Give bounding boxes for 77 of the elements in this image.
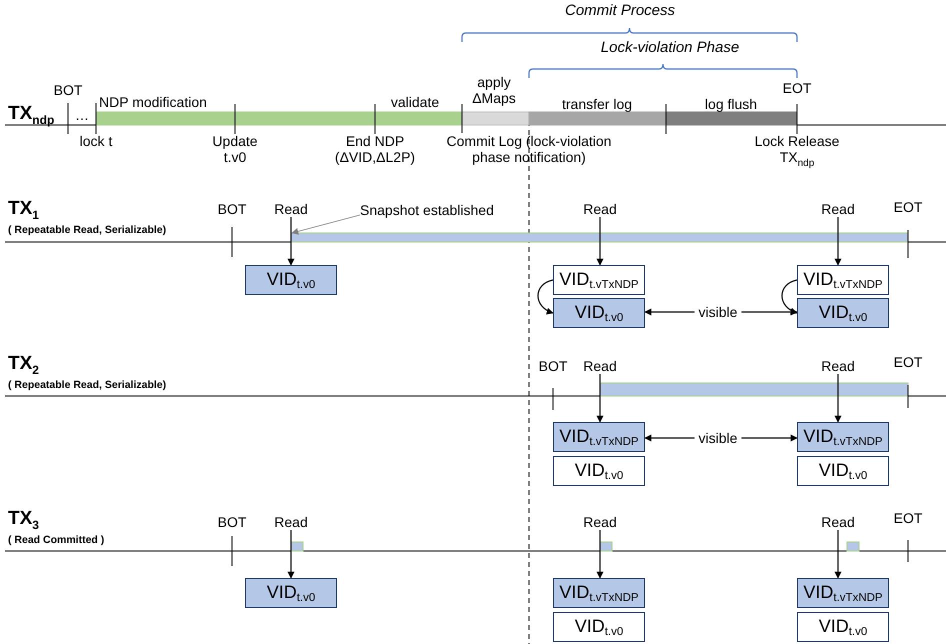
read-label: Read — [821, 514, 855, 530]
arrow — [596, 374, 604, 423]
phase-bar — [96, 112, 462, 126]
version-box: VID$_{t.vTxNDP}$ — [797, 265, 889, 295]
event-label: BOT — [54, 82, 82, 98]
phase-bar — [666, 112, 798, 126]
curved-arrow — [781, 279, 798, 314]
transaction-label: TX$_{ndp}$ — [8, 103, 54, 129]
event-label: Lock Release TX$_{ndp}$ — [754, 133, 840, 171]
transaction-label: TX$_{1}$ — [8, 198, 39, 224]
read-label: Read — [821, 358, 855, 374]
isolation-level-label: ( Read Committed ) — [8, 534, 104, 546]
arrow — [834, 374, 842, 423]
arrow — [741, 434, 798, 442]
snapshot-bar — [290, 232, 908, 242]
curved-arrow — [537, 279, 554, 314]
version-box: VID$_{t.vTxNDP}$ — [797, 422, 889, 452]
version-box: VID$_{t.vTxNDP}$ — [553, 422, 645, 452]
visibility-label: visible — [698, 304, 738, 320]
transaction-label: TX$_{3}$ — [8, 508, 39, 534]
read-marker — [600, 542, 612, 552]
read-label: Read — [274, 201, 308, 217]
phase-bar — [462, 112, 530, 126]
version-box: VID$_{t.v0}$ — [797, 298, 889, 328]
version-box: VID$_{t.vTxNDP}$ — [553, 578, 645, 608]
version-box: VID$_{t.vTxNDP}$ — [553, 265, 645, 295]
arrow — [834, 217, 842, 266]
phase-label: transfer log — [562, 96, 632, 112]
isolation-level-label: ( Repeatable Read, Serializable) — [8, 379, 166, 391]
version-box: VID$_{t.v0}$ — [245, 578, 337, 608]
ellipsis-label: … — [75, 107, 89, 123]
arrow — [741, 308, 798, 316]
version-box: VID$_{t.v0}$ — [553, 298, 645, 328]
phase-label: log flush — [704, 96, 758, 112]
phase-label: validate — [390, 94, 440, 110]
read-label: Read — [274, 514, 308, 530]
snapshot-bar — [600, 382, 908, 396]
event-label: BOT — [538, 358, 568, 374]
read-label: Read — [583, 201, 617, 217]
event-label: EOT — [894, 354, 922, 370]
event-label: EOT — [894, 199, 922, 215]
version-box: VID$_{t.v0}$ — [797, 612, 889, 642]
event-label: Commit Log (lock-violation phase notification) — [446, 133, 612, 165]
version-box: VID$_{t.v0}$ — [553, 456, 645, 486]
isolation-level-label: ( Repeatable Read, Serializable) — [8, 224, 166, 236]
bracket-title: Commit Process — [564, 3, 676, 19]
annotation-text: Snapshot established — [360, 202, 494, 218]
version-box: VID$_{t.vTxNDP}$ — [797, 578, 889, 608]
transaction-label: TX$_{2}$ — [8, 353, 39, 379]
arrow — [834, 530, 842, 579]
bracket-title: Lock-violation Phase — [600, 40, 740, 56]
version-box: VID$_{t.v0}$ — [797, 456, 889, 486]
phase-label: apply ΔMaps — [471, 74, 517, 106]
phase-label: NDP modification — [99, 94, 207, 110]
read-label: Read — [583, 514, 617, 530]
event-label: BOT — [218, 201, 246, 217]
version-box: VID$_{t.v0}$ — [245, 265, 337, 295]
arrow — [288, 530, 294, 579]
arrow — [644, 434, 695, 442]
event-label: End NDP (ΔVID,ΔL2P) — [334, 133, 416, 165]
arrow — [288, 217, 294, 266]
read-marker — [290, 542, 304, 552]
read-label: Read — [821, 201, 855, 217]
event-label: lock t — [80, 133, 112, 149]
event-label: BOT — [218, 514, 246, 530]
arrow — [644, 308, 695, 316]
arrow — [596, 530, 604, 579]
phase-bar — [528, 112, 666, 126]
event-label: Update t.v0 — [211, 133, 259, 165]
read-label: Read — [583, 358, 617, 374]
read-marker — [846, 542, 860, 552]
event-label: EOT — [782, 80, 812, 96]
visibility-label: visible — [698, 430, 738, 446]
version-box: VID$_{t.v0}$ — [553, 612, 645, 642]
event-label: EOT — [894, 510, 922, 526]
leader-line — [291, 214, 360, 235]
arrow — [596, 217, 604, 266]
